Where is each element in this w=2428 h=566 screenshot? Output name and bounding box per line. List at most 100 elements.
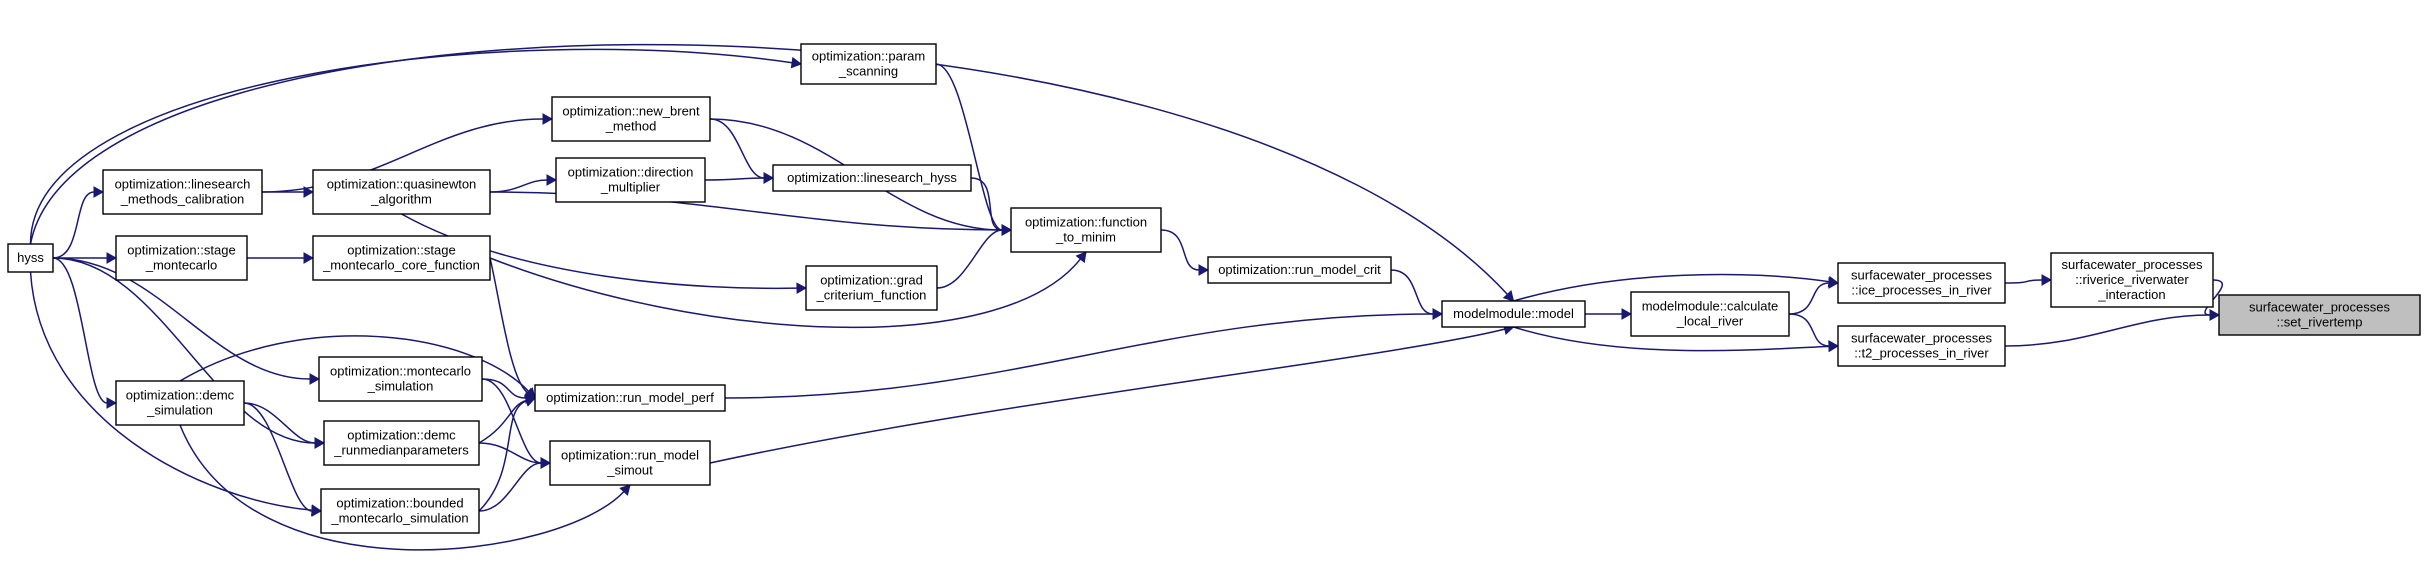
node-label: _to_minim <box>1055 230 1116 245</box>
node-fmin[interactable]: optimization::function_to_minim <box>1010 207 1162 253</box>
edge-grad-to-fmin <box>936 229 1003 289</box>
node-label: _methods_calibration <box>120 192 245 207</box>
edge-param-to-fmin <box>935 63 1003 231</box>
node-label: optimization::bounded <box>336 496 463 511</box>
node-rmcrit[interactable]: optimization::run_model_crit <box>1207 256 1392 284</box>
node-box[interactable] <box>7 243 54 273</box>
node-box[interactable] <box>115 235 248 281</box>
arrowhead-icon <box>309 373 321 385</box>
edge-bounded-to-rmsim <box>478 462 542 512</box>
node-demc_run[interactable]: optimization::demc_runmedianparameters <box>323 420 480 466</box>
edge-ice-to-riverice <box>2004 279 2043 284</box>
node-box[interactable] <box>772 164 972 192</box>
node-box[interactable] <box>312 235 491 281</box>
node-label: _scanning <box>838 64 898 79</box>
node-label: ::ice_processes_in_river <box>1851 283 1992 298</box>
node-label: modelmodule::model <box>1453 306 1574 321</box>
node-box[interactable] <box>551 96 711 142</box>
node-box[interactable] <box>1837 262 2006 304</box>
node-box[interactable] <box>549 440 711 486</box>
node-box[interactable] <box>1837 325 2006 367</box>
edge-hyss-to-param <box>29 48 793 245</box>
node-demc_sim[interactable]: optimization::demc_simulation <box>115 380 245 426</box>
node-rmperf[interactable]: optimization::run_model_perf <box>534 384 726 412</box>
node-label: ::riverice_riverwater <box>2075 272 2189 287</box>
edge-calc-to-ice <box>1788 282 1830 315</box>
edge-demc_run-to-rmsim <box>478 442 542 464</box>
edge-riverice-to-root <box>2204 279 2223 316</box>
edge-hyss-to-ls_meth <box>52 191 95 259</box>
node-hyss[interactable]: hyss <box>7 243 54 273</box>
node-box[interactable] <box>1441 300 1586 328</box>
node-brent[interactable]: optimization::new_brent_method <box>551 96 711 142</box>
node-rmsim[interactable]: optimization::run_model_simout <box>549 440 711 486</box>
edge-bounded-to-rmperf <box>478 400 527 512</box>
node-label: optimization::montecarlo <box>330 364 471 379</box>
node-param[interactable]: optimization::param_scanning <box>800 43 937 85</box>
node-label: _simulation <box>367 379 434 394</box>
node-label: optimization::param <box>812 49 925 64</box>
node-box[interactable] <box>2050 252 2214 308</box>
node-label: optimization::demc <box>347 428 456 443</box>
node-calc[interactable]: modelmodule::calculate_local_river <box>1630 291 1790 337</box>
node-box[interactable] <box>805 265 938 311</box>
arrowhead-icon <box>311 505 323 517</box>
node-box[interactable] <box>320 488 480 534</box>
node-label: optimization::demc <box>126 388 235 403</box>
node-ls_meth[interactable]: optimization::linesearch_methods_calibra… <box>102 169 263 215</box>
edge-hyss-to-demc_run <box>52 257 316 444</box>
node-box[interactable] <box>323 420 480 466</box>
arrowhead-icon <box>314 437 326 449</box>
node-mc_sim[interactable]: optimization::montecarlo_simulation <box>318 356 483 402</box>
edge-lshyss-to-fmin <box>970 177 1003 231</box>
node-box[interactable] <box>534 384 726 412</box>
node-label: _simout <box>606 463 653 478</box>
arrowhead-icon <box>546 174 558 186</box>
node-box[interactable] <box>1630 291 1790 337</box>
node-box[interactable] <box>1207 256 1392 284</box>
node-t2[interactable]: surfacewater_processes::t2_processes_in_… <box>1837 325 2006 367</box>
node-box[interactable] <box>800 43 937 85</box>
node-label: modelmodule::calculate <box>1642 299 1779 314</box>
node-box[interactable] <box>102 169 263 215</box>
node-root[interactable]: surfacewater_processes::set_rivertemp <box>2218 294 2421 336</box>
edge-rmsim-to-model <box>709 328 1505 464</box>
node-label: surfacewater_processes <box>1851 268 1992 283</box>
node-label: ::t2_processes_in_river <box>1854 346 1989 361</box>
node-label: _montecarlo <box>145 258 218 273</box>
node-grad[interactable]: optimization::grad_criterium_function <box>805 265 938 311</box>
edge-demc_sim-to-rmsim <box>179 424 625 551</box>
node-dirmul[interactable]: optimization::direction_multiplier <box>555 157 706 203</box>
edge-mc_sim-to-rmperf <box>481 378 527 399</box>
node-box[interactable] <box>2218 294 2421 336</box>
edge-hyss-to-bounded <box>29 271 313 511</box>
arrowhead-icon <box>540 457 552 469</box>
edges-layer <box>29 43 2223 551</box>
node-riverice[interactable]: surfacewater_processes::riverice_riverwa… <box>2050 252 2214 308</box>
node-box[interactable] <box>1010 207 1162 253</box>
node-label: optimization::stage <box>347 243 455 258</box>
node-box[interactable] <box>312 169 491 215</box>
node-lshyss[interactable]: optimization::linesearch_hyss <box>772 164 972 192</box>
arrowhead-icon <box>763 172 775 184</box>
node-label: optimization::function <box>1025 215 1147 230</box>
node-ice[interactable]: surfacewater_processes::ice_processes_in… <box>1837 262 2006 304</box>
node-box[interactable] <box>318 356 483 402</box>
arrowhead-icon <box>2041 274 2053 286</box>
node-box[interactable] <box>115 380 245 426</box>
node-box[interactable] <box>555 157 706 203</box>
node-label: ::set_rivertemp <box>2277 315 2363 330</box>
arrowhead-icon <box>619 484 631 496</box>
edge-model-to-t2 <box>1513 326 1830 352</box>
node-label: hyss <box>17 250 44 265</box>
arrowhead-icon <box>524 395 536 407</box>
node-bounded[interactable]: optimization::bounded_montecarlo_simulat… <box>320 488 480 534</box>
node-quasi[interactable]: optimization::quasinewton_algorithm <box>312 169 491 215</box>
node-label: _montecarlo_core_function <box>322 258 480 273</box>
edge-quasi-to-dirmul <box>489 179 548 193</box>
node-stage_mc[interactable]: optimization::stage_montecarlo <box>115 235 248 281</box>
arrowhead-icon <box>93 186 105 198</box>
node-stage_core[interactable]: optimization::stage_montecarlo_core_func… <box>312 235 491 281</box>
node-model[interactable]: modelmodule::model <box>1441 300 1586 328</box>
node-label: optimization::run_model <box>561 448 699 463</box>
